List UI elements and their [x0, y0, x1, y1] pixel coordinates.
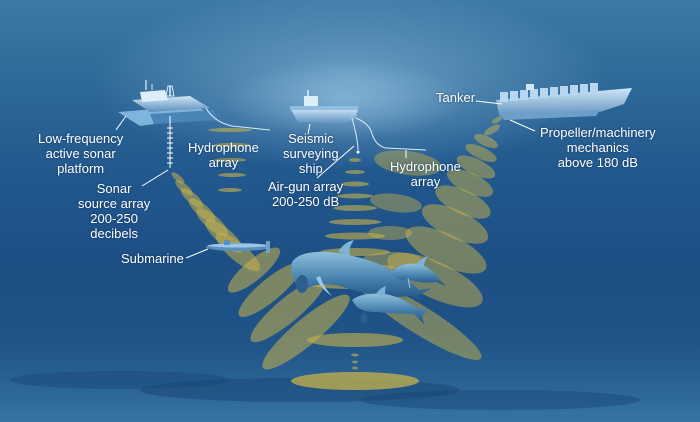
label-line: ship: [298, 161, 323, 176]
label-line: 200-250: [90, 211, 138, 226]
label-seismic-ship: Seismic surveying ship: [283, 131, 339, 176]
label-submarine: Submarine: [121, 251, 184, 266]
dolphin-right: [390, 256, 446, 289]
label-line: Hydrophone: [390, 159, 461, 174]
sonar-source-array: [167, 116, 173, 168]
label-line: Low-frequency: [38, 131, 124, 146]
label-line: Air-gun array: [268, 179, 344, 194]
sound-wave-left-diagonal: [171, 172, 350, 370]
label-sonar-source: Sonar source array 200-250 decibels: [78, 181, 150, 241]
label-line: surveying: [283, 146, 339, 161]
label-tanker: Tanker: [436, 90, 475, 105]
label-line: Hydrophone: [188, 140, 259, 155]
leader-lines: [115, 100, 536, 259]
label-propeller: Propeller/machinery mechanics above 180 …: [540, 125, 656, 170]
label-hydrophone-left: Hydrophone array: [188, 140, 259, 170]
label-line: Sonar: [96, 181, 132, 196]
seismic-ship: [290, 90, 427, 154]
sound-wave-hydrophone-right: [362, 150, 442, 268]
tanker: [496, 83, 632, 120]
label-line: array: [208, 155, 239, 170]
label-line: Seismic: [288, 131, 334, 146]
label-hydrophone-right: Hydrophone array: [390, 159, 461, 189]
label-line: Propeller/machinery: [540, 125, 656, 140]
label-line: source array: [78, 196, 151, 211]
water-surface: [90, 0, 610, 170]
label-air-gun: Air-gun array 200-250 dB: [268, 179, 343, 209]
label-sonar-platform: Low-frequency active sonar platform: [38, 131, 123, 176]
sonar-platform: [118, 80, 271, 131]
label-line: platform: [57, 161, 105, 176]
label-line: active sonar: [45, 146, 116, 161]
label-line: mechanics: [566, 140, 629, 155]
label-line: Submarine: [121, 251, 184, 266]
label-line: array: [410, 174, 441, 189]
label-line: above 180 dB: [557, 155, 638, 170]
submarine: [206, 240, 270, 253]
whale: [291, 240, 432, 302]
label-line: Tanker: [436, 90, 476, 105]
dolphin-bottom: [352, 286, 428, 324]
sound-wave-hydrophone-left: [208, 128, 252, 192]
label-line: 200-250 dB: [271, 194, 340, 209]
label-line: decibels: [90, 226, 138, 241]
